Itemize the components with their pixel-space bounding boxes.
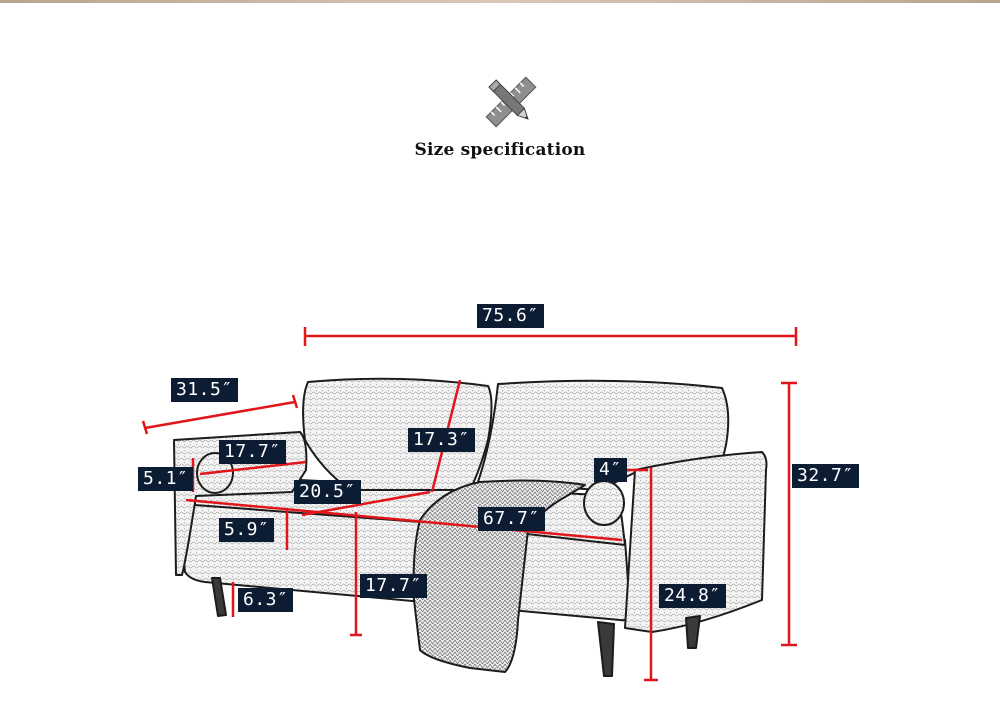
dimension-lines (141, 327, 798, 682)
dim-line-arm-width (199, 460, 307, 476)
label-seat-depth: 20.5″ (294, 480, 361, 504)
page-title: Size specification (414, 140, 586, 160)
dim-line-overall-depth (144, 400, 296, 430)
label-cushion-thickness: 5.9″ (219, 518, 275, 542)
dim-line-seat-width (185, 498, 623, 542)
label-seat-width: 67.7″ (478, 507, 545, 531)
label-seat-height: 17.7″ (360, 574, 427, 598)
label-overall-height: 32.7″ (792, 464, 859, 488)
label-arm-width: 17.7″ (219, 440, 286, 464)
label-arm-height: 24.8″ (659, 584, 726, 608)
pencil-ruler-icon (485, 76, 537, 128)
label-overall-depth: 31.5″ (171, 378, 238, 402)
leg-front-left (211, 577, 227, 617)
label-leg-height: 6.3″ (238, 588, 294, 612)
leg-back-right (685, 615, 701, 649)
top-border (0, 0, 1000, 3)
label-arm-top-width: 4″ (594, 458, 627, 482)
leg-front-right (597, 621, 615, 677)
label-overall-width: 75.6″ (477, 304, 544, 328)
bolster-right (583, 480, 625, 526)
label-back-cushion-height: 17.3″ (408, 428, 475, 452)
dim-line-seat-depth (301, 490, 431, 517)
back-cushion-right (477, 379, 730, 491)
label-arm-height-offset: 5.1″ (138, 467, 194, 491)
